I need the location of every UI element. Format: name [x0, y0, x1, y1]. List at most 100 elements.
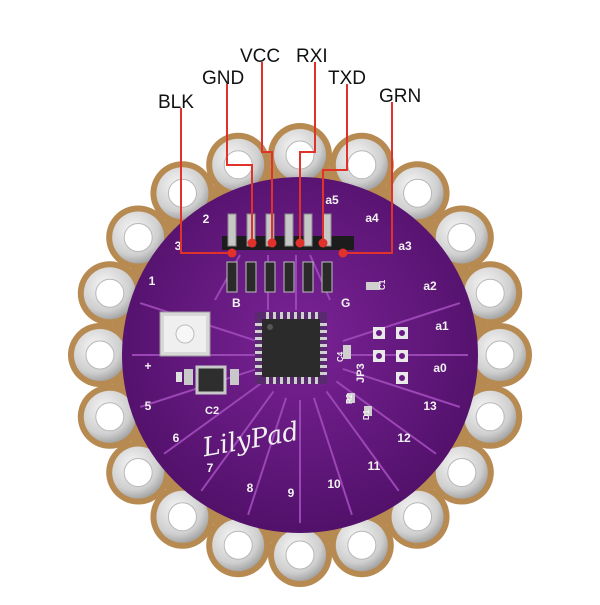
pad-label: a2 [423, 279, 437, 293]
pad-label: 7 [207, 461, 214, 475]
pad-label: 10 [327, 477, 341, 491]
header-silk-b: B [232, 296, 241, 310]
chip-lead [301, 376, 304, 384]
chip-lead [319, 344, 327, 347]
regulator-c2 [195, 365, 227, 395]
silk-c2: C2 [205, 405, 219, 417]
pin-marker-dot [267, 238, 277, 248]
sew-pad-hole [403, 178, 433, 208]
pcb-trace [200, 390, 275, 492]
chip-lead [294, 312, 297, 320]
chip-lead [255, 330, 263, 333]
smd-cap-left [184, 369, 193, 385]
pin-leader-lines [180, 62, 393, 254]
pcb-trace [325, 390, 400, 492]
sew-pad-hole [123, 458, 153, 488]
header-pin-foot [283, 261, 295, 293]
test-pad-hole [399, 375, 405, 381]
sew-pad-hole [85, 340, 115, 370]
sew-pad-hole [167, 178, 197, 208]
reset-button [159, 311, 211, 357]
pad-label: 9 [288, 486, 295, 500]
chip-lead [287, 312, 290, 320]
pad-label: a4 [365, 211, 379, 225]
test-pad-hole [399, 353, 405, 359]
chip-lead [319, 365, 327, 368]
pad-label: 2 [203, 212, 210, 226]
pin-label-vcc: VCC [240, 46, 280, 67]
chip-lead [301, 312, 304, 320]
chip-lead [255, 358, 263, 361]
chip-lead [280, 312, 283, 320]
pin-marker-dots [227, 238, 348, 258]
leader-line [322, 84, 348, 243]
header-pin-foot [264, 261, 276, 293]
leader-line [343, 102, 393, 254]
smd-d1 [364, 406, 372, 416]
pad-label: 8 [247, 481, 254, 495]
pin-label-rxi: RXI [296, 46, 328, 67]
sew-pad-hole [167, 502, 197, 532]
header-pin [284, 213, 294, 247]
pin-marker-dot [318, 238, 328, 248]
smd-r2 [347, 393, 355, 403]
pcb-trace [342, 302, 461, 343]
chip-lead [294, 376, 297, 384]
chip-lead [308, 376, 311, 384]
sew-pad-hole [475, 278, 505, 308]
sew-pad-hole [485, 340, 515, 370]
sew-pad-hole [447, 458, 477, 488]
leader-line [299, 62, 316, 243]
sew-pad-hole [475, 402, 505, 432]
leader-line [180, 108, 232, 254]
silk-c1: C1 [378, 279, 387, 290]
chip-lead [315, 376, 318, 384]
pcb-trace [247, 397, 288, 516]
chip-lead [308, 312, 311, 320]
header-pin-foot [321, 261, 333, 293]
chip-lead [255, 337, 263, 340]
sew-pad-hole [223, 530, 253, 560]
chip-lead [266, 312, 269, 320]
pin-marker-dot [247, 238, 257, 248]
pad-label: a5 [325, 193, 339, 207]
chip-lead [266, 376, 269, 384]
silk-jp3: JP3 [355, 363, 367, 383]
pad-label: 3 [175, 239, 182, 253]
silk-c4: C4 [336, 351, 345, 362]
sew-pad-hole [347, 530, 377, 560]
chip-lead [255, 365, 263, 368]
smd-c1 [366, 282, 380, 290]
header-pin-foot [226, 261, 238, 293]
pin-label-blk: BLK [158, 92, 194, 113]
pin-marker-dot [227, 248, 237, 258]
chip-dot [267, 324, 273, 330]
chip-lead [319, 351, 327, 354]
pad-label: a1 [435, 319, 449, 333]
test-pad-hole [376, 353, 382, 359]
pad-label: 1 [149, 274, 156, 288]
chip-lead [255, 351, 263, 354]
smd-part-a [176, 372, 182, 382]
leader-line [226, 84, 253, 243]
chip-lead [273, 312, 276, 320]
pad-label: 11 [368, 459, 381, 473]
header-pin [303, 213, 313, 247]
sew-pad-hole [285, 540, 315, 570]
chip-lead [255, 372, 263, 375]
pcb-trace [163, 380, 265, 455]
chip-lead [287, 376, 290, 384]
sew-pad-hole [447, 222, 477, 252]
chip-lead [319, 323, 327, 326]
silk-r2: R2 [345, 393, 354, 404]
chip-lead [315, 312, 318, 320]
pin-label-grn: GRN [379, 86, 421, 107]
chip-lead [319, 330, 327, 333]
chip-lead [319, 358, 327, 361]
sew-pad-hole [403, 502, 433, 532]
chip-lead [319, 337, 327, 340]
chip-lead [255, 323, 263, 326]
pin-marker-dot [295, 238, 305, 248]
